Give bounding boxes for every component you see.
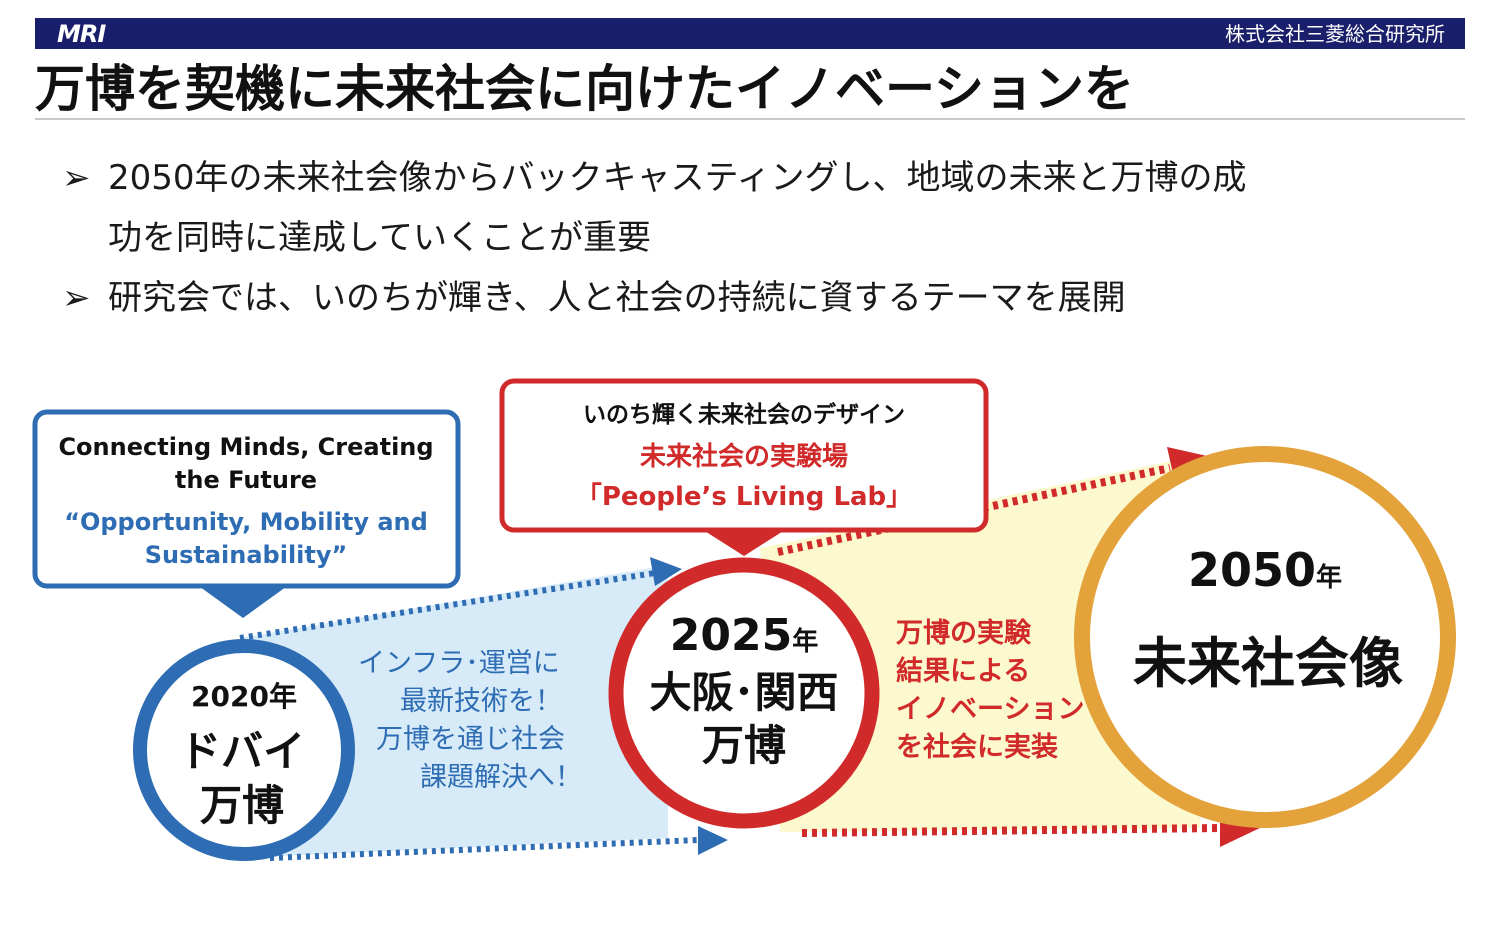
callout-osaka bbox=[499, 378, 989, 533]
text-red-line2: 結果による bbox=[896, 655, 1030, 687]
text-blue-line4: 課題解決へ！ bbox=[420, 762, 582, 793]
text-blue-line2: 最新技術を！ bbox=[400, 686, 562, 717]
text-blue-line3: 万博を通じ社会 bbox=[376, 724, 565, 755]
callout-dubai-line1: Connecting Minds, Creating bbox=[58, 433, 433, 461]
callout-osaka-line1: いのち輝く未来社会のデザイン bbox=[583, 401, 905, 428]
circle-2025-line2: 万博 bbox=[702, 721, 786, 770]
callout-osaka-line2: 未来社会の実験場 bbox=[640, 441, 848, 472]
bullet-1-line-1: 2050年の未来社会像からバックキャスティングし、地域の未来と万博の成 bbox=[108, 158, 1247, 198]
callout-dubai-line3: “Opportunity, Mobility and bbox=[64, 508, 428, 536]
circle-2025 bbox=[608, 557, 880, 829]
circle-2050-label: 未来社会像 bbox=[1133, 632, 1403, 695]
circle-2020 bbox=[133, 639, 355, 861]
bullet-arrow-icon: ➢ bbox=[62, 278, 91, 318]
title-divider bbox=[35, 118, 1465, 120]
bullet-2-line-1: 研究会では、いのちが輝き、人と社会の持続に資するテーマを展開 bbox=[108, 278, 1126, 318]
text-blue-block: インフラ･運営に 最新技術を！ 万博を通じ社会 課題解決へ！ bbox=[358, 648, 582, 793]
page-title: 万博を契機に未来社会に向けたイノベーションを bbox=[35, 60, 1134, 118]
circle-2020-line2: 万博 bbox=[200, 781, 284, 830]
blue-arrow-upper bbox=[239, 570, 656, 641]
blue-arrow-upper-head bbox=[650, 557, 682, 586]
circle-2020-year: 2020年 bbox=[191, 680, 297, 713]
circle-2020-line1: ドバイ bbox=[179, 727, 305, 776]
circle-2025-year: 2025年 bbox=[670, 610, 818, 661]
callout-dubai-line2: the Future bbox=[175, 466, 317, 494]
blue-arrow-lower-head bbox=[698, 826, 728, 855]
callout-dubai-pointer bbox=[196, 584, 290, 618]
text-red-block: 万博の実験 結果による イノベーション を社会に実装 bbox=[896, 617, 1084, 763]
circle-2050 bbox=[1074, 446, 1456, 828]
bullet-arrow-icon: ➢ bbox=[62, 158, 91, 198]
callout-osaka-line3: 「People’s Living Lab」 bbox=[576, 481, 912, 512]
text-red-line4: を社会に実装 bbox=[896, 731, 1058, 763]
text-red-line3: イノベーション bbox=[896, 694, 1084, 725]
company-name: 株式会社三菱総合研究所 bbox=[1225, 22, 1445, 46]
header-bar: MRI 株式会社三菱総合研究所 bbox=[35, 18, 1465, 49]
text-red-line1: 万博の実験 bbox=[896, 617, 1032, 649]
bullet-1: ➢ 2050年の未来社会像からバックキャスティングし、地域の未来と万博の成 功を同… bbox=[62, 148, 1462, 268]
bullet-2: ➢ 研究会では、いのちが輝き、人と社会の持続に資するテーマを展開 bbox=[62, 268, 1462, 328]
callout-dubai bbox=[32, 409, 461, 589]
callout-osaka-pointer bbox=[700, 528, 788, 556]
circle-2050-year: 2050年 bbox=[1188, 543, 1342, 597]
circle-2025-line1: 大阪･関西 bbox=[649, 668, 838, 717]
callout-dubai-line4: Sustainability” bbox=[145, 541, 348, 569]
mri-logo: MRI bbox=[57, 20, 106, 48]
text-blue-line1: インフラ･運営に bbox=[358, 648, 560, 679]
bullet-1-line-2: 功を同時に達成していくことが重要 bbox=[108, 218, 651, 258]
